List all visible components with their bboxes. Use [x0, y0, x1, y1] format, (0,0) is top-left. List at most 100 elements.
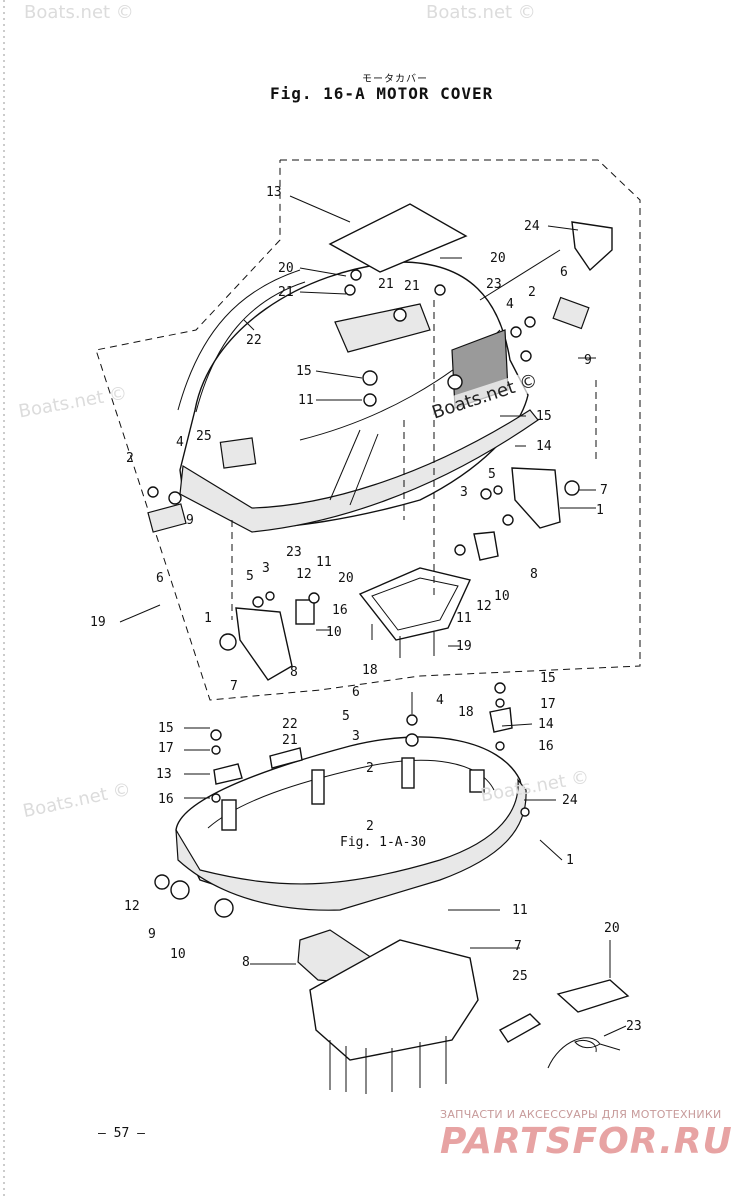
clamp [269, 747, 303, 769]
standoff [469, 769, 485, 793]
part-callout-21: 21 [282, 733, 298, 748]
part-callout-2: 2 [366, 761, 374, 776]
part-callout-24: 24 [524, 219, 540, 234]
part-callout-24: 24 [562, 793, 578, 808]
grommet [564, 480, 580, 496]
leader-lines [119, 195, 627, 1037]
part-callout-6: 6 [352, 685, 360, 700]
washer [168, 491, 182, 505]
part-callout-10: 10 [170, 947, 186, 962]
screw [308, 592, 320, 604]
side-vent [219, 437, 257, 469]
part-callout-12: 12 [296, 567, 312, 582]
standoff [401, 757, 415, 789]
washer [520, 350, 532, 362]
part-callout-5: 5 [342, 709, 350, 724]
part-callout-9: 9 [186, 513, 194, 528]
grab-rail-inner [195, 281, 306, 413]
part-callout-8: 8 [242, 955, 250, 970]
part-callout-5: 5 [246, 569, 254, 584]
part-callout-17: 17 [540, 697, 556, 712]
bushing [498, 1013, 542, 1043]
part-callout-8: 8 [530, 567, 538, 582]
watermark: Boats.net © [24, 2, 134, 23]
screw [510, 326, 522, 338]
part-callout-25: 25 [512, 969, 528, 984]
part-callout-23: 23 [626, 1019, 642, 1034]
part-callout-16: 16 [332, 603, 348, 618]
grommet [154, 874, 170, 890]
part-callout-21: 21 [278, 285, 294, 300]
part-callout-11: 11 [456, 611, 472, 626]
top-cover-plate [328, 203, 468, 273]
clip [473, 531, 499, 561]
figure-subtitle-jp: モータカバー [362, 74, 428, 85]
washer [211, 793, 221, 803]
bottom-cowl-assembly [154, 682, 630, 1094]
part-callout-3: 3 [460, 485, 468, 500]
grommet [214, 898, 234, 918]
part-callout-7: 7 [514, 939, 522, 954]
part-callout-4: 4 [506, 297, 514, 312]
part-callout-22: 22 [282, 717, 298, 732]
brand-tagline: ЗАПЧАСТИ И АКСЕССУАРЫ ДЛЯ МОТОТЕХНИКИ [440, 1108, 722, 1121]
hook-bracket [511, 467, 561, 529]
part-callout-25: 25 [196, 429, 212, 444]
part-callout-20: 20 [278, 261, 294, 276]
part-callout-4: 4 [176, 435, 184, 450]
bottom-cowl-rim [175, 778, 527, 911]
cover-stripe [329, 429, 361, 501]
part-callout-9: 9 [148, 927, 156, 942]
grommet [219, 633, 237, 651]
part-callout-17: 17 [158, 741, 174, 756]
part-callout-10: 10 [326, 625, 342, 640]
top-cowl-assembly [147, 203, 613, 681]
screw [210, 729, 222, 741]
latch [147, 503, 187, 533]
part-callout-15: 15 [536, 409, 552, 424]
part-callout-23: 23 [486, 277, 502, 292]
latch-lever [489, 707, 513, 733]
part-callout-21: 21 [378, 277, 394, 292]
part-callout-1: 1 [204, 611, 212, 626]
part-callout-16: 16 [158, 792, 174, 807]
decal [571, 221, 613, 272]
part-callout-19: 19 [90, 615, 106, 630]
part-callout-14: 14 [536, 439, 552, 454]
latch [552, 296, 590, 330]
part-callout-7: 7 [230, 679, 238, 694]
part-callout-1: 1 [566, 853, 574, 868]
part-callout-20: 20 [490, 251, 506, 266]
part-callout-2: 2 [528, 285, 536, 300]
damper [393, 308, 407, 322]
part-callout-2: 2 [366, 819, 374, 834]
screw [363, 393, 377, 407]
nut [252, 596, 264, 608]
seal-gasket-inner [371, 577, 459, 631]
part-callout-6: 6 [560, 265, 568, 280]
screw [350, 269, 362, 281]
washer [495, 698, 505, 708]
part-callout-9: 9 [584, 353, 592, 368]
watermark: Boats.net © [426, 2, 536, 23]
part-callout-5: 5 [488, 467, 496, 482]
hook-bracket [235, 607, 293, 681]
part-callout-3: 3 [352, 729, 360, 744]
seal-gasket [358, 567, 471, 641]
part-callout-1: 1 [596, 503, 604, 518]
standoff [221, 799, 237, 831]
part-callout-21: 21 [404, 279, 420, 294]
part-callout-4: 4 [436, 693, 444, 708]
part-callout-22: 22 [246, 333, 262, 348]
part-callout-6: 6 [156, 571, 164, 586]
standoff [311, 769, 325, 805]
washer [265, 591, 275, 601]
part-callout-20: 20 [338, 571, 354, 586]
figure-title: Fig. 16-A MOTOR COVER [270, 84, 494, 103]
part-callout-3: 3 [262, 561, 270, 576]
grab-rail [177, 269, 301, 411]
latch-lever [213, 763, 243, 785]
